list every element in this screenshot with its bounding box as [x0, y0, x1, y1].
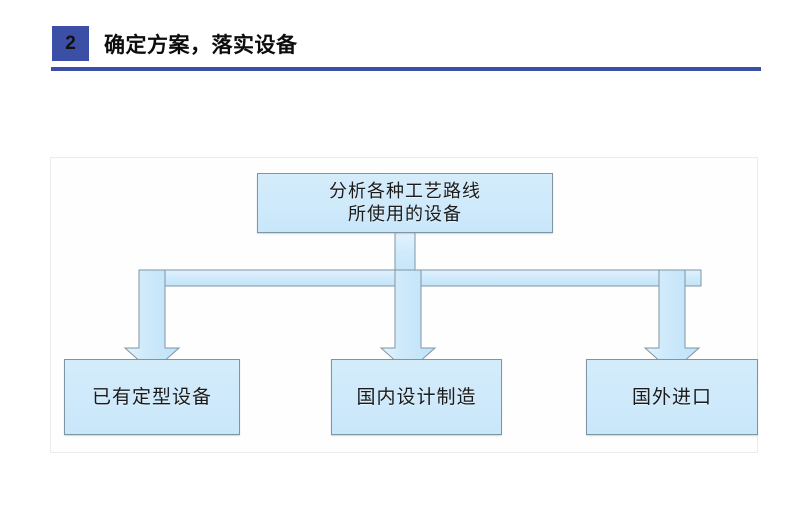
connector-root-stem	[394, 231, 416, 277]
flow-node-foreign-import-label: 国外进口	[631, 385, 712, 408]
flow-node-domestic-manufacture[interactable]: 国内设计制造	[331, 359, 502, 435]
flow-node-root-line1: 分析各种工艺路线	[329, 180, 481, 202]
flow-node-existing-equipment-label: 已有定型设备	[91, 385, 212, 408]
connector-arrow-center	[379, 269, 437, 373]
header-divider	[51, 67, 761, 71]
connector-arrow-right	[643, 269, 701, 373]
step-number-badge: 2	[52, 26, 89, 61]
flow-node-domestic-manufacture-label: 国内设计制造	[356, 385, 477, 408]
connector-arrow-left	[123, 269, 181, 373]
page-title: 确定方案，落实设备	[104, 32, 298, 57]
flow-node-root[interactable]: 分析各种工艺路线 所使用的设备	[257, 173, 553, 233]
connector-horizontal-bus	[140, 269, 702, 287]
step-number-label: 2	[65, 33, 76, 54]
flow-node-foreign-import[interactable]: 国外进口	[586, 359, 758, 435]
flow-node-root-line2: 所使用的设备	[348, 204, 462, 225]
slide-header: 2 确定方案，落实设备	[0, 0, 808, 80]
flowchart-container: 分析各种工艺路线 所使用的设备 已有定型设备 国内设计制造 国外进口	[50, 157, 758, 453]
flow-node-existing-equipment[interactable]: 已有定型设备	[64, 359, 240, 435]
flow-node-root-label: 分析各种工艺路线 所使用的设备	[329, 180, 481, 226]
